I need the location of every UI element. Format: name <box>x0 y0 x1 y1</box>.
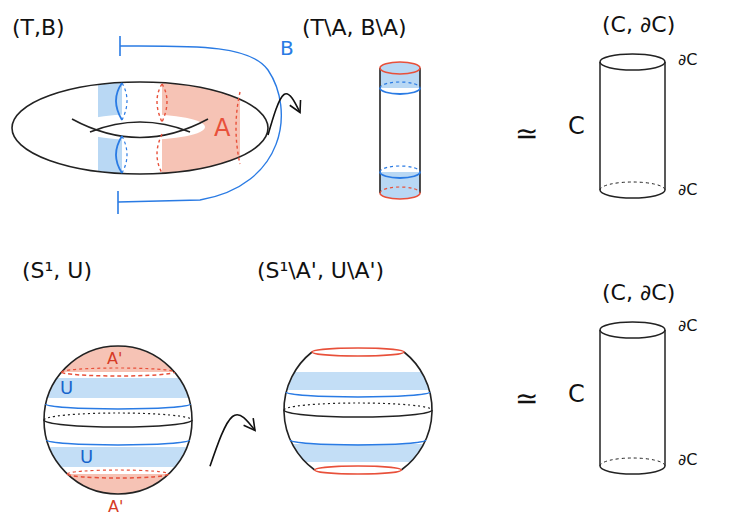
math-label: A <box>214 116 230 140</box>
math-label: ≃ <box>515 120 538 148</box>
blue-line <box>286 392 430 397</box>
cylinder-end <box>600 322 665 338</box>
cylinder-end <box>600 190 665 198</box>
math-label: ∂C <box>678 52 697 68</box>
sphere-outline <box>44 346 192 494</box>
torus-hole <box>72 119 208 138</box>
sphere-outline <box>284 352 315 470</box>
torus <box>12 36 281 214</box>
blue-boundary <box>380 166 420 172</box>
blue-region <box>380 62 420 74</box>
cylinder-side <box>664 330 666 466</box>
cylinder-side <box>664 62 666 190</box>
equator <box>44 413 192 420</box>
red-boundary <box>67 470 168 474</box>
sphere <box>40 340 200 504</box>
cylinder-end <box>600 466 665 474</box>
red-section <box>236 92 240 164</box>
equator <box>284 410 432 417</box>
blue-band <box>40 378 200 398</box>
blue-line <box>47 440 189 445</box>
red-section <box>157 84 162 122</box>
blue-boundary <box>380 82 420 88</box>
red-boundary <box>380 187 420 193</box>
torus-outline <box>12 82 268 174</box>
b-curve <box>118 46 281 202</box>
b-tick <box>117 191 119 214</box>
cylinder <box>600 54 665 198</box>
figure-node: (T\A, B\A) <box>300 15 445 210</box>
cylinder-end <box>600 54 665 70</box>
blue-line <box>290 440 425 445</box>
red-boundary <box>62 372 175 376</box>
blue-band <box>40 447 200 467</box>
red-boundary <box>380 62 420 74</box>
blue-section <box>116 136 122 173</box>
blue-section <box>122 136 127 173</box>
cylinder-side <box>599 330 601 466</box>
math-label: ∂C <box>678 452 697 468</box>
red-boundary <box>380 193 420 199</box>
red-boundary <box>312 348 404 356</box>
math-label: U <box>60 379 73 397</box>
figure-node: (T,B) <box>10 15 268 215</box>
map-arrow <box>210 415 255 467</box>
cylinder-end <box>600 182 665 190</box>
math-label: U <box>80 448 93 466</box>
blue-section <box>122 83 127 120</box>
math-label: C <box>568 114 585 138</box>
math-label: ∂C <box>678 182 697 198</box>
math-label: ∂C <box>678 318 697 334</box>
figure-heading: (T,B) <box>10 15 67 40</box>
equator <box>44 420 192 427</box>
figure-heading: (T\A, B\A) <box>300 15 409 40</box>
blue-boundary <box>380 172 420 178</box>
torus-hole <box>90 122 190 132</box>
blue-line <box>46 404 190 409</box>
figure-node: (C, ∂C) <box>600 280 700 480</box>
figure-heading: (C, ∂C) <box>600 280 677 305</box>
figure-node: (S¹, U) <box>20 258 210 503</box>
figure-heading: (S¹\A', U\A') <box>255 258 386 283</box>
cylinder-side <box>599 62 601 190</box>
figure-heading: (S¹, U) <box>20 258 94 283</box>
map-arrow <box>268 94 300 135</box>
blue-band <box>280 444 440 462</box>
cut-cylinder <box>380 62 420 199</box>
math-label: A' <box>107 351 122 367</box>
cut-sphere <box>280 348 440 474</box>
red-section <box>162 84 167 122</box>
figure-heading: (C, ∂C) <box>600 12 677 37</box>
math-label: C <box>568 382 585 406</box>
blue-region <box>380 187 420 199</box>
red-section <box>157 134 162 173</box>
equator <box>284 403 432 410</box>
blue-band <box>280 372 440 390</box>
sphere-outline <box>401 352 432 470</box>
red-cap <box>40 340 200 372</box>
cylinder <box>600 322 665 474</box>
math-label: B <box>280 38 294 58</box>
math-label: ≃ <box>515 385 538 413</box>
cylinder-end <box>600 458 665 466</box>
blue-section <box>116 83 122 120</box>
figure-node: (S¹\A', U\A') <box>255 258 445 488</box>
blue-boundary <box>380 88 420 94</box>
red-boundary <box>62 368 175 372</box>
red-boundary <box>67 474 168 478</box>
math-label: A' <box>108 499 123 515</box>
red-boundary <box>315 466 402 474</box>
